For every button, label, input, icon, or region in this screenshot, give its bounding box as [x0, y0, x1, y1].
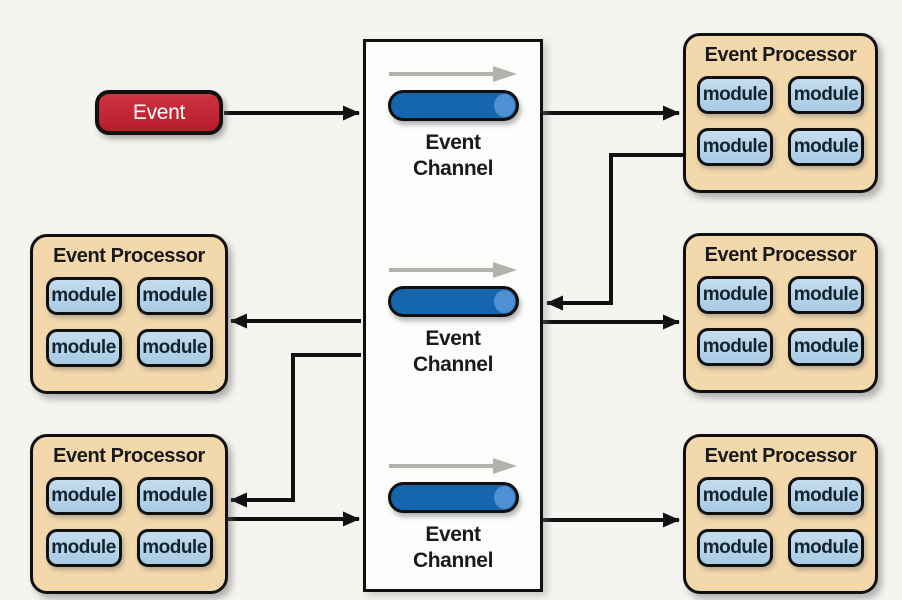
- event-channel-3: Event Channel: [366, 455, 540, 575]
- module-box: module: [136, 277, 213, 315]
- event-channel-1: Event Channel: [366, 63, 540, 183]
- module-box: module: [697, 477, 773, 515]
- event-channel-2: Event Channel: [366, 259, 540, 379]
- event-processor-bottom-left: Event Processor module module module mod…: [30, 434, 228, 594]
- flow-direction-icon: [389, 262, 517, 278]
- channel-pipe: [387, 90, 519, 121]
- channel-label: Event Channel: [412, 131, 494, 181]
- event-channel-box: Event Channel Event Channel Event Channe…: [363, 39, 543, 592]
- module-box: module: [697, 529, 773, 567]
- processor-title: Event Processor: [704, 44, 857, 66]
- event-processor-middle-left: Event Processor module module module mod…: [30, 234, 228, 394]
- event-processor-top-right: Event Processor module module module mod…: [683, 33, 878, 193]
- flow-direction-icon: [389, 66, 517, 82]
- module-box: module: [788, 128, 864, 166]
- module-box: module: [136, 477, 213, 515]
- event-processor-middle-right: Event Processor module module module mod…: [683, 233, 878, 393]
- module-box: module: [788, 276, 864, 314]
- module-box: module: [788, 477, 864, 515]
- channel-label: Event Channel: [412, 523, 494, 573]
- module-box: module: [697, 276, 773, 314]
- module-box: module: [788, 328, 864, 366]
- processor-title: Event Processor: [53, 445, 205, 467]
- module-box: module: [45, 529, 122, 567]
- pipe-end-cap-icon: [493, 290, 515, 313]
- event-label: Event: [132, 100, 186, 124]
- processor-title: Event Processor: [704, 445, 857, 467]
- processor-title: Event Processor: [704, 244, 857, 266]
- module-box: module: [45, 277, 122, 315]
- channel-label: Event Channel: [412, 327, 494, 377]
- processor-title: Event Processor: [53, 245, 205, 267]
- connector-processor-top-right-to-channel2: [546, 153, 683, 311]
- module-grid: module module module module: [45, 277, 213, 367]
- module-box: module: [697, 328, 773, 366]
- event-processor-bottom-right: Event Processor module module module mod…: [683, 434, 878, 594]
- module-grid: module module module module: [697, 477, 864, 567]
- module-box: module: [788, 529, 864, 567]
- module-grid: module module module module: [697, 276, 864, 366]
- module-box: module: [136, 529, 213, 567]
- module-box: module: [45, 477, 122, 515]
- module-box: module: [697, 128, 773, 166]
- module-box: module: [788, 76, 864, 114]
- module-grid: module module module module: [697, 76, 864, 166]
- pipe-end-cap-icon: [493, 486, 515, 509]
- module-grid: module module module module: [45, 477, 213, 567]
- channel-pipe: [387, 482, 519, 513]
- flow-direction-icon: [389, 458, 517, 474]
- connector-channel2-to-processor-bottom-left: [230, 353, 361, 508]
- module-box: module: [697, 76, 773, 114]
- channel-pipe: [387, 286, 519, 317]
- module-box: module: [45, 329, 122, 367]
- module-box: module: [136, 329, 213, 367]
- event-box: Event: [95, 90, 223, 135]
- pipe-end-cap-icon: [493, 94, 515, 117]
